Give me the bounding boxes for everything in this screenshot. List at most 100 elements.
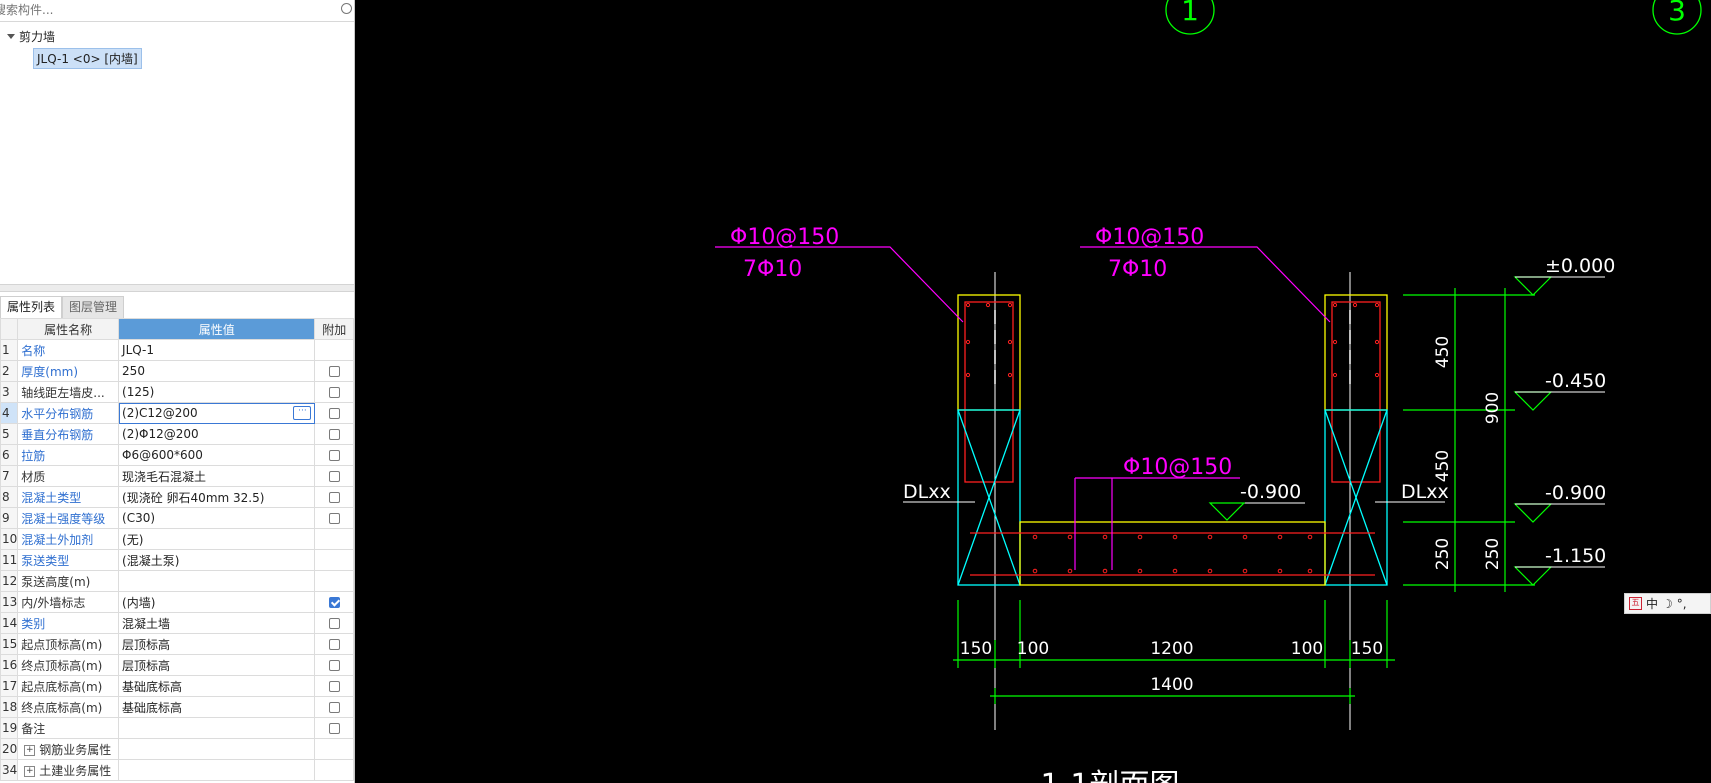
beam-label-left: DLxx: [903, 481, 951, 503]
property-value[interactable]: (现浇砼 卵石40mm 32.5): [118, 486, 316, 508]
row-number: 19: [0, 717, 19, 739]
table-row[interactable]: 34+土建业务属性: [0, 759, 354, 781]
dim-h-1: 150: [960, 639, 992, 659]
extra-checkbox[interactable]: [328, 722, 340, 734]
search-icon[interactable]: [341, 3, 352, 14]
extra-cell: [314, 507, 354, 529]
property-value[interactable]: [118, 738, 316, 760]
extra-checkbox[interactable]: [328, 386, 340, 398]
dim-v-total: 900: [1483, 392, 1503, 424]
property-value[interactable]: 250: [118, 360, 316, 382]
property-value[interactable]: (2)C12@200···: [118, 402, 316, 424]
tab-property-list[interactable]: 属性列表: [0, 296, 63, 318]
property-value[interactable]: (内墙): [118, 591, 316, 613]
property-value[interactable]: [118, 570, 316, 592]
extra-checkbox[interactable]: [328, 491, 340, 503]
property-value-text: 混凝土墙: [122, 616, 171, 631]
rebar-dots: [965, 302, 1380, 378]
dim-h-5: 150: [1351, 639, 1383, 659]
property-value[interactable]: (C30): [118, 507, 316, 529]
property-value[interactable]: (125): [118, 381, 316, 403]
extra-cell: [314, 738, 354, 760]
wall-left-upper: [957, 294, 1021, 411]
property-value[interactable]: 层顶标高: [118, 654, 316, 676]
punct-icon[interactable]: °,: [1676, 596, 1687, 611]
property-value[interactable]: (混凝土泵): [118, 549, 316, 571]
tab-layer-management[interactable]: 图层管理: [62, 296, 125, 318]
ime-mode-label[interactable]: 中: [1646, 597, 1659, 611]
tree-node-jlq-1[interactable]: JLQ-1 <0> [内墙]: [33, 48, 142, 69]
extra-checkbox[interactable]: [328, 470, 340, 482]
property-value[interactable]: 混凝土墙: [118, 612, 316, 634]
search-input[interactable]: [0, 0, 324, 20]
elev-label-2: -0.900: [1545, 482, 1606, 504]
property-value[interactable]: [118, 717, 316, 739]
ellipsis-button[interactable]: ···: [293, 406, 312, 420]
wubi-icon[interactable]: 五: [1629, 597, 1642, 610]
expand-plus-icon[interactable]: +: [24, 744, 36, 756]
extra-checkbox[interactable]: [328, 365, 340, 377]
wall-right-upper: [1324, 294, 1388, 411]
extra-checkbox[interactable]: [328, 428, 340, 440]
property-value[interactable]: 基础底标高: [118, 675, 316, 697]
property-value[interactable]: [118, 759, 316, 781]
property-name: 终点顶标高(m): [17, 654, 120, 676]
property-value-text: (现浇砼 卵石40mm 32.5): [122, 490, 265, 505]
extra-checkbox[interactable]: [328, 659, 340, 671]
expand-arrow-icon[interactable]: [7, 34, 15, 39]
property-value[interactable]: (2)Φ12@200: [118, 423, 316, 445]
dim-v-3: 250: [1433, 538, 1453, 570]
extra-checkbox[interactable]: [328, 596, 340, 608]
property-value[interactable]: (无): [118, 528, 316, 550]
extra-checkbox[interactable]: [328, 680, 340, 692]
property-group-label: 钢筋业务属性: [39, 742, 112, 757]
property-value[interactable]: JLQ-1: [118, 339, 316, 361]
extra-checkbox[interactable]: [328, 701, 340, 713]
component-tree: 剪力墙 JLQ-1 <0> [内墙]: [0, 24, 354, 280]
extra-checkbox[interactable]: [328, 512, 340, 524]
extra-cell: [314, 633, 354, 655]
cad-drawing-canvas[interactable]: 1 3 Φ10@: [355, 0, 1711, 783]
axis-bubble-right: [1652, 0, 1702, 35]
table-row[interactable]: 20+钢筋业务属性: [0, 738, 354, 760]
dim-v-4: 250: [1483, 538, 1503, 570]
expand-plus-icon[interactable]: +: [24, 765, 36, 777]
extra-checkbox[interactable]: [328, 638, 340, 650]
property-value[interactable]: Φ6@600*600: [118, 444, 316, 466]
dim-h-total: 1400: [1150, 675, 1193, 695]
tree-node-shear-wall[interactable]: 剪力墙: [7, 28, 55, 45]
property-value[interactable]: 层顶标高: [118, 633, 316, 655]
property-value[interactable]: 现浇毛石混凝土: [118, 465, 316, 487]
extra-cell: [314, 339, 354, 361]
row-number: 4: [0, 402, 19, 424]
property-value[interactable]: 基础底标高: [118, 696, 316, 718]
ime-toolbar[interactable]: 五 中 ☽ °,: [1624, 593, 1711, 614]
panel-splitter[interactable]: [0, 284, 354, 292]
property-value-text: (2)Φ12@200: [122, 427, 199, 441]
extra-checkbox[interactable]: [328, 449, 340, 461]
extra-checkbox[interactable]: [328, 617, 340, 629]
moon-icon[interactable]: ☽: [1662, 596, 1673, 611]
rebar-label-left-2: 7Φ10: [743, 257, 802, 282]
row-number: 18: [0, 696, 19, 718]
extra-checkbox[interactable]: [328, 407, 340, 419]
